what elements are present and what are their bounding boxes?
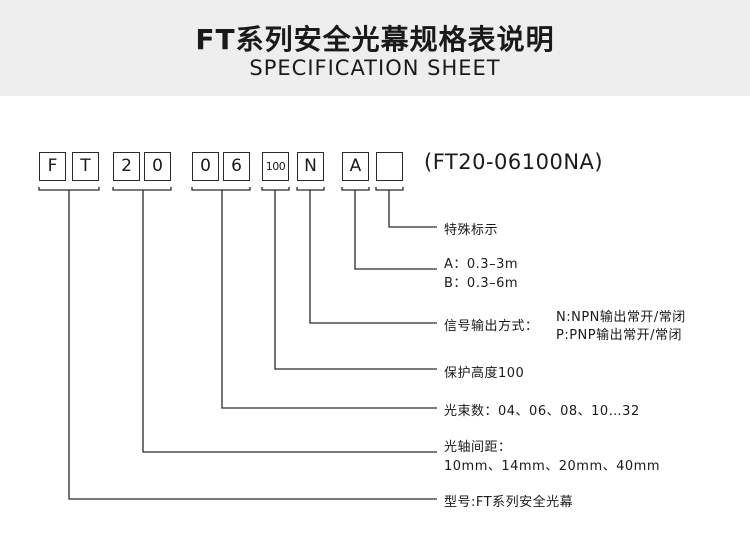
bracket-ft — [38, 187, 100, 191]
code-box-a: A — [342, 152, 369, 181]
code-box-n: N — [297, 152, 324, 181]
leader-special — [388, 190, 437, 228]
label-signal-output: 信号输出方式： — [444, 319, 539, 334]
bracket-100 — [261, 187, 290, 191]
label-axis-spacing-values: 10mm、14mm、20mm、40mm — [444, 459, 660, 474]
code-box-100: 100 — [262, 152, 289, 181]
code-box-t: T — [72, 152, 99, 181]
label-npn-option: N:NPN输出常开/常闭 — [556, 310, 686, 325]
bracket-20 — [112, 187, 172, 191]
label-a-range: A：0.3–3m — [444, 257, 519, 272]
label-pnp-option: P:PNP输出常开/常闭 — [556, 328, 683, 343]
leader-model — [68, 190, 437, 500]
code-box-2: 2 — [113, 152, 140, 181]
leader-range — [354, 190, 437, 270]
header-banner: FT系列安全光幕规格表说明 SPECIFICATION SHEET — [0, 0, 750, 96]
label-protect-height: 保护高度100 — [444, 366, 525, 381]
label-b-range: B：0.3–6m — [444, 276, 519, 291]
bracket-blank — [375, 187, 404, 191]
bracket-n — [296, 187, 325, 191]
code-box-blank — [376, 152, 403, 181]
model-code: (FT20-06100NA) — [424, 150, 604, 174]
code-box-f: F — [39, 152, 66, 181]
leader-beams — [221, 190, 437, 409]
page-subtitle: SPECIFICATION SHEET — [249, 56, 501, 80]
leader-height — [274, 190, 437, 370]
code-box-0: 0 — [144, 152, 171, 181]
label-special-mark: 特殊标示 — [444, 223, 499, 238]
page-title: FT系列安全光幕规格表说明 — [195, 23, 555, 56]
code-box-0b: 0 — [192, 152, 219, 181]
leader-signal — [309, 190, 437, 324]
label-beam-count: 光束数：04、06、08、10…32 — [444, 404, 640, 419]
leader-spacing — [142, 190, 437, 453]
label-axis-spacing: 光轴间距： — [444, 440, 512, 455]
code-box-6: 6 — [223, 152, 250, 181]
bracket-a — [341, 187, 370, 191]
label-model: 型号:FT系列安全光幕 — [444, 495, 574, 510]
bracket-06 — [191, 187, 251, 191]
